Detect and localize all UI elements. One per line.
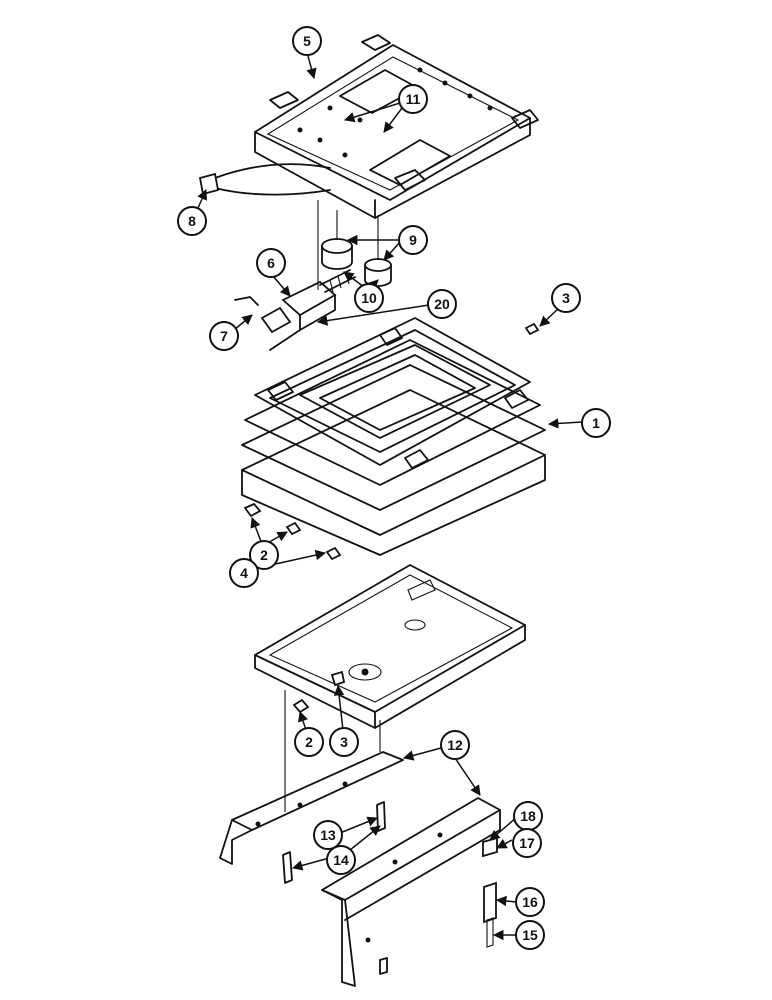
svg-text:4: 4 (240, 565, 248, 581)
base-plate (254, 564, 526, 812)
nuts-and-washers (243, 322, 540, 714)
callout-10: 10 (354, 283, 384, 313)
svg-text:17: 17 (519, 835, 535, 851)
callout-17: 17 (512, 828, 542, 858)
callout-14: 14 (326, 845, 356, 875)
callout-9: 9 (398, 225, 428, 255)
callout-11: 11 (398, 84, 428, 114)
svg-text:18: 18 (520, 808, 536, 824)
svg-text:6: 6 (267, 255, 275, 271)
latch-mechanism (234, 200, 356, 351)
callout-20: 20 (427, 289, 457, 319)
svg-text:12: 12 (447, 737, 463, 753)
svg-text:3: 3 (562, 290, 570, 306)
svg-text:1: 1 (592, 415, 600, 431)
svg-text:8: 8 (188, 213, 196, 229)
callout-6: 6 (256, 248, 286, 278)
callout-3-top: 3 (551, 283, 581, 313)
svg-text:15: 15 (522, 927, 538, 943)
svg-text:11: 11 (406, 91, 421, 107)
callout-18: 18 (513, 801, 543, 831)
svg-text:5: 5 (303, 33, 311, 49)
svg-text:7: 7 (220, 328, 228, 344)
rail-bolts (282, 801, 498, 975)
rubber-mounts (321, 210, 392, 287)
svg-text:2: 2 (260, 547, 268, 563)
seat-rails (219, 751, 501, 987)
callout-7: 7 (209, 321, 239, 351)
callout-13: 13 (313, 820, 343, 850)
callout-12: 12 (440, 730, 470, 760)
svg-text:2: 2 (305, 734, 313, 750)
top-seat-plate (254, 34, 539, 219)
callout-4: 4 (229, 558, 259, 588)
callout-2-top: 2 (249, 540, 279, 570)
suspension-bellows (241, 317, 546, 556)
svg-text:13: 13 (320, 827, 336, 843)
callout-5: 5 (292, 26, 322, 56)
svg-text:14: 14 (333, 852, 349, 868)
svg-text:16: 16 (522, 894, 538, 910)
callout-15: 15 (515, 920, 545, 950)
callout-1: 1 (581, 408, 611, 438)
callout-2-bottom: 2 (294, 727, 324, 757)
svg-text:20: 20 (434, 296, 450, 312)
callout-16: 16 (515, 887, 545, 917)
callout-3-bottom: 3 (329, 727, 359, 757)
svg-text:3: 3 (340, 734, 348, 750)
callout-8: 8 (177, 206, 207, 236)
svg-text:9: 9 (409, 232, 417, 248)
cable-assembly (198, 163, 331, 196)
svg-text:10: 10 (361, 290, 377, 306)
